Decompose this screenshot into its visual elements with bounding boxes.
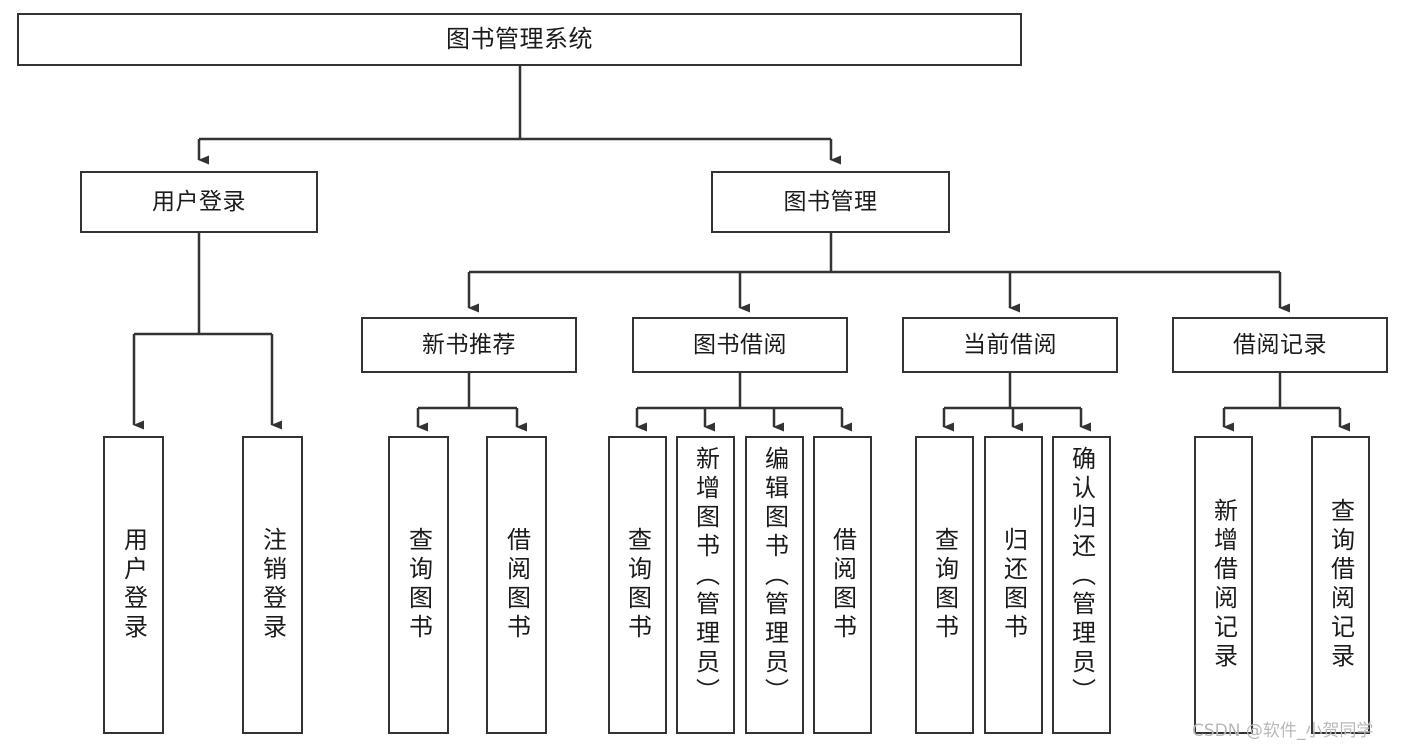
- node-leaf-query-book-current[interactable]: 查询图书: [915, 436, 974, 734]
- node-user-login[interactable]: 用户登录: [80, 171, 318, 233]
- node-leaf-query-borrow-record[interactable]: 查询借阅记录: [1311, 436, 1370, 734]
- node-leaf-borrow-book[interactable]: 借阅图书: [813, 436, 872, 734]
- node-label: 归还图书: [999, 527, 1028, 643]
- node-label: 新书推荐: [422, 331, 516, 358]
- node-label: 查询借阅记录: [1326, 498, 1355, 672]
- node-leaf-borrow-book-recommend[interactable]: 借阅图书: [486, 436, 547, 734]
- node-leaf-confirm-return[interactable]: 确认归还（管理员）: [1052, 436, 1111, 734]
- node-leaf-add-borrow-record[interactable]: 新增借阅记录: [1194, 436, 1253, 734]
- node-new-book-recommend[interactable]: 新书推荐: [361, 317, 577, 373]
- node-label: 用户登录: [119, 527, 148, 643]
- node-book-manage[interactable]: 图书管理: [711, 171, 950, 233]
- node-borrow-record[interactable]: 借阅记录: [1172, 317, 1388, 373]
- node-leaf-return-book[interactable]: 归还图书: [984, 436, 1043, 734]
- node-label: 新增图书（管理员）: [691, 446, 720, 707]
- node-leaf-add-book[interactable]: 新增图书（管理员）: [676, 436, 735, 734]
- node-label: 查询图书: [404, 527, 433, 643]
- node-label: 图书管理: [783, 188, 878, 215]
- node-leaf-query-book-borrow[interactable]: 查询图书: [608, 436, 667, 734]
- node-label: 借阅记录: [1233, 331, 1327, 358]
- node-leaf-edit-book[interactable]: 编辑图书（管理员）: [745, 436, 804, 734]
- node-label: 用户登录: [152, 188, 246, 215]
- node-label: 当前借阅: [963, 331, 1057, 358]
- node-label: 图书管理系统: [446, 24, 593, 53]
- node-current-borrow[interactable]: 当前借阅: [902, 317, 1118, 373]
- node-leaf-user-logout[interactable]: 注销登录: [242, 436, 303, 734]
- node-label: 编辑图书（管理员）: [760, 446, 789, 707]
- node-book-borrow[interactable]: 图书借阅: [632, 317, 848, 373]
- node-label: 图书借阅: [693, 331, 787, 358]
- csdn-watermark: CSDN @软件_小贺同学: [1192, 721, 1374, 741]
- node-label: 借阅图书: [828, 527, 857, 643]
- node-root-system[interactable]: 图书管理系统: [17, 13, 1022, 66]
- node-label: 确认归还（管理员）: [1067, 446, 1096, 707]
- node-label: 借阅图书: [502, 527, 531, 643]
- node-label: 查询图书: [930, 527, 959, 643]
- node-leaf-query-book-recommend[interactable]: 查询图书: [388, 436, 449, 734]
- node-label: 查询图书: [623, 527, 652, 643]
- node-label: 注销登录: [258, 527, 287, 643]
- node-leaf-user-login[interactable]: 用户登录: [103, 436, 164, 734]
- node-label: 新增借阅记录: [1209, 498, 1238, 672]
